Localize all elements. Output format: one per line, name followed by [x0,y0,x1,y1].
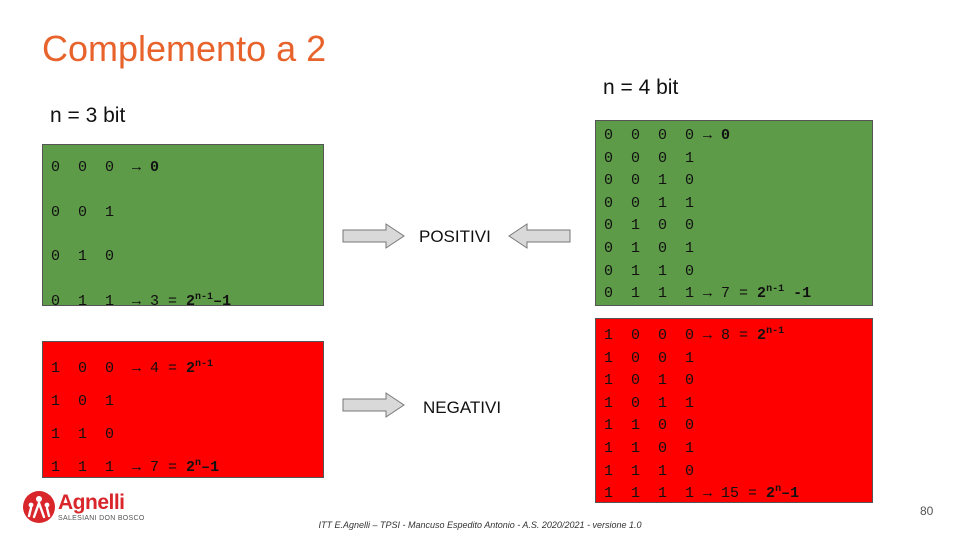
row-note: → 7 = [132,459,187,476]
bit-digits: 1 0 1 [51,393,115,410]
bit-row: 0 1 0 [51,248,114,266]
bit-row: 1 0 1 [51,393,114,411]
bit-digits: 0 1 1 1 [604,285,704,303]
row-tail: –1 [201,459,220,476]
bit-row: 0 1 1 → 3 = 2n-1–1 [51,293,231,311]
bit-row: 1 0 0 → 4 = 2n-1 [51,360,213,378]
row-exponent: n [195,458,202,469]
bit-row: 0 0 1 0 [604,172,694,190]
left-arrow-icon [508,223,571,249]
bit-digits: 1 1 1 0 [604,462,695,480]
bit-row: 0 1 1 0 [604,263,694,281]
bit-digits: 1 0 0 [51,360,133,377]
row-tail: -1 [784,285,812,303]
bit-digits: 0 0 0 1 [604,149,695,167]
bit-row: 0 0 0 → 0 [51,159,159,177]
bit-digits: 0 0 0 [51,159,133,176]
bit-row: 1 1 0 0 [604,417,694,435]
row-exponent: n [775,484,782,496]
bit-digits: 1 1 1 [51,459,133,476]
row-note: → [132,159,151,176]
row-note: → 8 = [703,327,758,344]
bit-row: 0 0 0 0 → 0 [604,127,730,145]
bit-digits: 0 1 0 1 [604,240,695,257]
row-power-base: 2 [186,360,196,377]
bit-row: 0 1 1 1 → 7 = 2n-1 -1 [604,285,811,303]
bit-digits: 1 1 0 [51,426,115,443]
logo-name: Agnelli [58,491,125,514]
bit-digits: 0 1 0 0 [604,217,695,235]
row-power-base: 0 [721,127,731,144]
bit-digits: 0 0 1 [51,203,115,221]
label-positivi: POSITIVI [419,227,491,246]
bit-row: 1 0 1 0 [604,372,694,390]
logo-subtitle: SALESIANI DON BOSCO [58,515,145,522]
bit-row: 1 1 1 0 [604,463,694,481]
row-power-base: 2 [757,285,767,303]
bit-digits: 0 0 1 1 [604,194,695,212]
bit-digits: 0 1 1 0 [604,262,695,280]
bit-row: 0 0 1 [51,204,114,222]
bit-row: 1 1 1 1 → 15 = 2n–1 [604,485,799,503]
row-exponent: n-1 [766,326,785,337]
bit-digits: 1 0 1 1 [604,394,695,412]
row-exponent: n-1 [766,284,785,296]
row-note: → 3 = [132,293,187,311]
bit-digits: 1 0 0 0 [604,327,704,344]
bit-digits: 0 1 0 [51,248,115,266]
box-4bit-positive: 0 0 0 0 → 0 0 0 0 1 0 0 1 0 0 0 1 1 0 1 0 0 0… [595,120,873,306]
page-number: 80 [920,504,934,518]
row-power-base: 2 [766,485,776,503]
heading-4-bit: n = 4 bit [603,76,679,99]
row-power-base: 2 [186,459,196,476]
right-arrow-icon [342,223,405,249]
bit-row: 1 0 1 1 [604,395,694,413]
bit-row: 0 1 0 1 [604,240,694,258]
bit-digits: 1 1 0 0 [604,417,695,435]
bit-digits: 1 1 0 1 [604,440,695,457]
row-tail: –1 [781,485,800,503]
row-power-base: 2 [186,293,196,311]
bit-digits: 1 1 1 1 [604,485,704,503]
row-note: → 15 = [703,485,767,503]
bit-digits: 1 0 0 1 [604,349,695,367]
box-3bit-positive: 0 0 0 → 0 0 0 1 0 1 0 0 1 1 → 3 = 2n-1–1 [42,144,324,310]
bit-row: 1 1 0 1 [604,440,694,458]
row-exponent: n-1 [195,359,214,370]
bit-digits: 0 0 0 0 [604,127,704,144]
footer-text: ITT E.Agnelli – TPSI - Mancuso Espedito … [318,520,642,530]
bit-digits: 0 1 1 [51,293,133,311]
bit-row: 1 1 0 [51,426,114,444]
right-arrow-negativi-icon [342,392,405,418]
agnelli-logo-icon [23,491,55,523]
bit-row: 0 1 0 0 [604,217,694,235]
bit-digits: 0 0 1 0 [604,172,695,190]
row-note: → 7 = [703,285,758,303]
bit-row: 1 1 1 → 7 = 2n–1 [51,459,219,477]
bit-row: 1 0 0 0 → 8 = 2n-1 [604,327,784,345]
bit-row: 1 0 0 1 [604,350,694,368]
bit-row: 0 0 1 1 [604,195,694,213]
row-note: → [703,127,722,144]
row-power-base: 2 [757,327,767,344]
row-note: → 4 = [132,360,187,377]
label-negativi: NEGATIVI [423,398,502,417]
heading-3-bit: n = 3 bit [50,104,126,127]
slide-title: Complemento a 2 [42,28,327,69]
row-power-base: 0 [150,159,160,176]
row-exponent: n-1 [195,292,214,304]
row-tail: –1 [213,293,232,311]
bit-row: 0 0 0 1 [604,150,694,168]
bit-digits: 1 0 1 0 [604,372,695,390]
